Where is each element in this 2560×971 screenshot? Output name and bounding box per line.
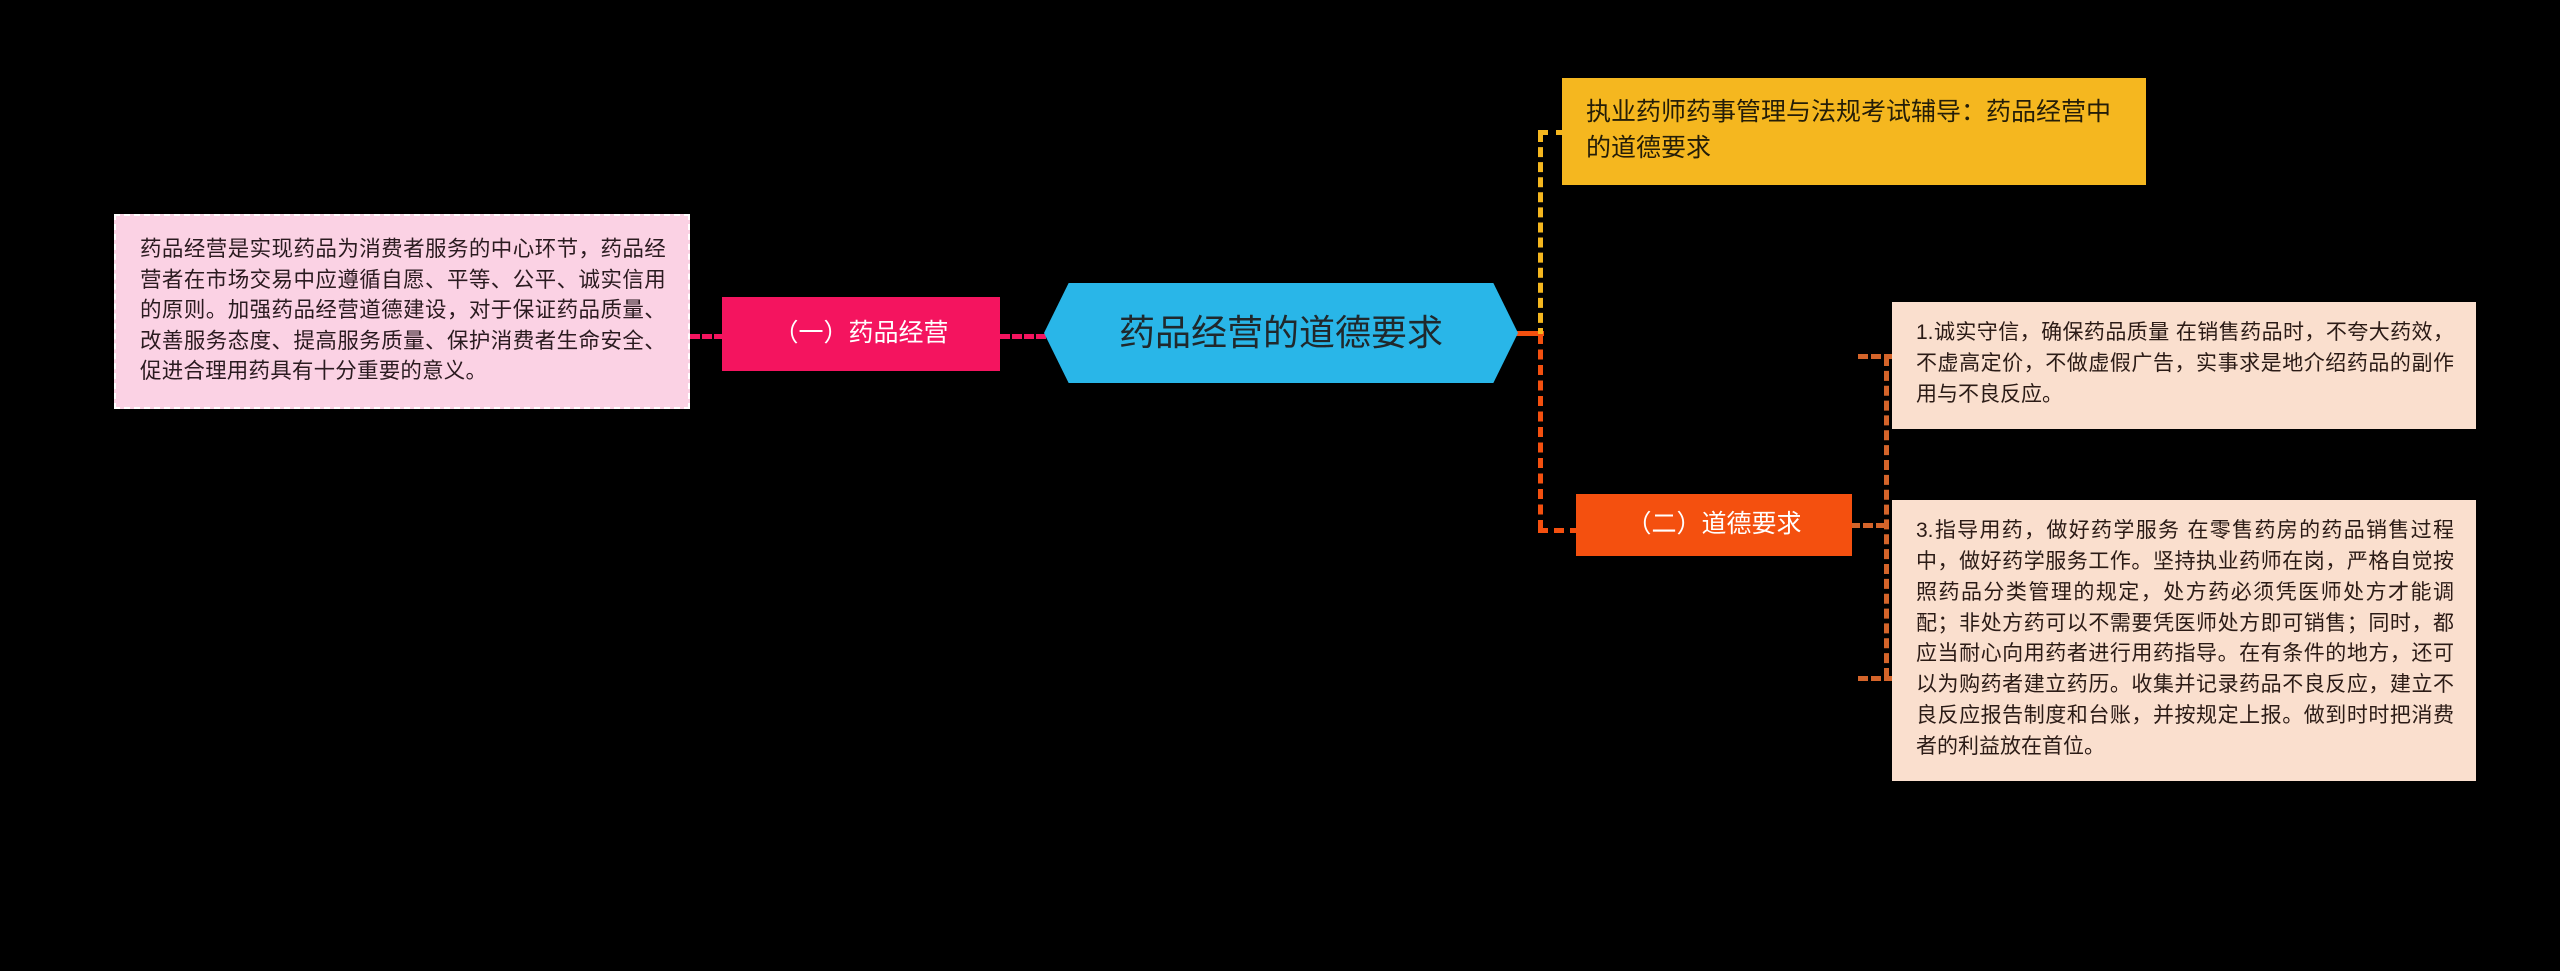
connector-orange-rail [1538,334,1543,530]
leaf-node-honesty-quality[interactable]: 1.诚实守信，确保药品质量 在销售药品时，不夸大药效，不虚高定价，不做虚假广告，… [1892,302,2476,429]
connector-pink-left [690,334,724,339]
connector-amber-rail [1538,132,1543,338]
leaf-node-exam-guide-title[interactable]: 执业药师药事管理与法规考试辅导：药品经营中的道德要求 [1562,78,2146,185]
connector-right-leaf-2 [1858,676,1894,681]
connector-pink-right [1000,334,1046,339]
connector-orange-branch [1538,528,1580,533]
leaf-node-drug-operation-description[interactable]: 药品经营是实现药品为消费者服务的中心环节，药品经营者在市场交易中应遵循自愿、平等… [114,214,690,409]
connector-amber-branch [1538,130,1566,135]
leaf-node-medication-guidance[interactable]: 3.指导用药，做好药学服务 在零售药房的药品销售过程中，做好药学服务工作。坚持执… [1892,500,2476,781]
branch-node-moral-requirements[interactable]: （二）道德要求 [1576,494,1852,556]
connector-right-leaf-1 [1858,354,1894,359]
connector-right-rail [1884,356,1889,678]
branch-node-drug-operation[interactable]: （一）药品经营 [722,297,1000,371]
connector-right-stub [1850,523,1886,528]
connector-hexagon-stub [1504,331,1544,336]
center-node-title[interactable]: 药品经营的道德要求 [1044,283,1518,383]
